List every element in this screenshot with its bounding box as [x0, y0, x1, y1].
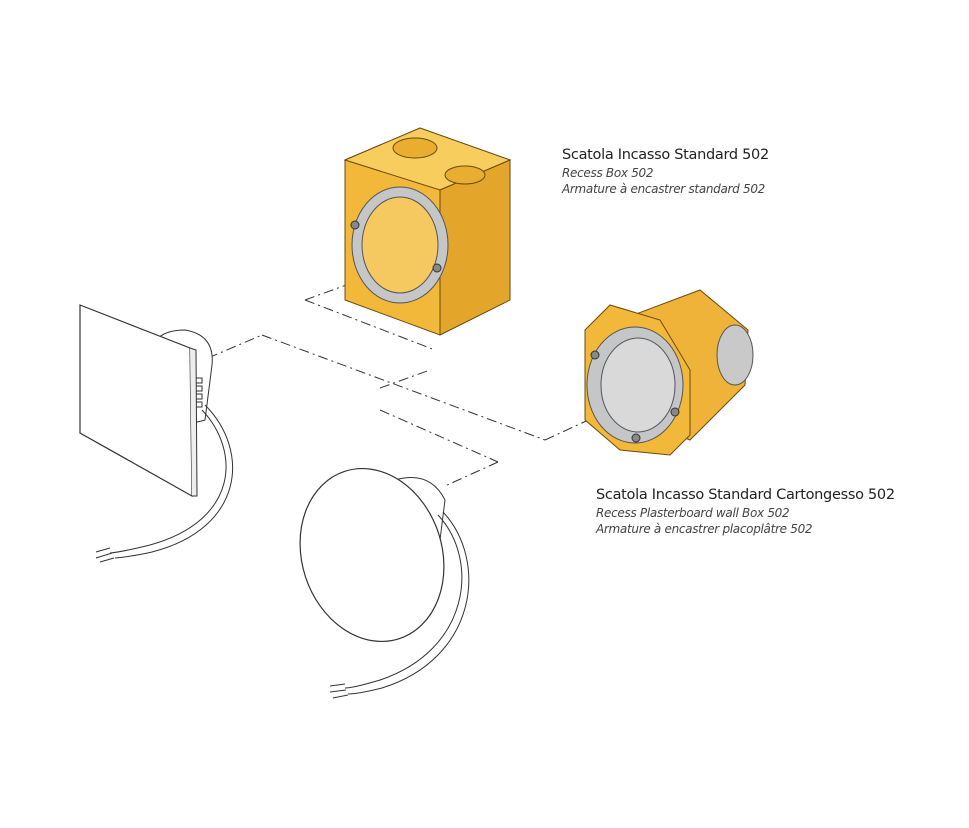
plasterboard-box-label: Scatola Incasso Standard Cartongesso 502…	[596, 486, 895, 537]
recess-plasterboard-box-502	[584, 289, 754, 456]
label-title: Scatola Incasso Standard 502	[562, 147, 769, 163]
square-speaker-plate	[79, 304, 234, 563]
label-english: Recess Box 502	[562, 166, 654, 180]
label-french: Armature à encastrer standard 502	[562, 182, 766, 196]
recess-box-502	[343, 127, 512, 336]
round-speaker-plate	[299, 467, 470, 699]
label-english: Recess Plasterboard wall Box 502	[596, 506, 790, 520]
recess-box-label: Scatola Incasso Standard 502 Recess Box …	[562, 146, 769, 197]
label-french: Armature à encastrer placoplâtre 502	[596, 522, 813, 536]
label-title: Scatola Incasso Standard Cartongesso 502	[596, 487, 895, 503]
